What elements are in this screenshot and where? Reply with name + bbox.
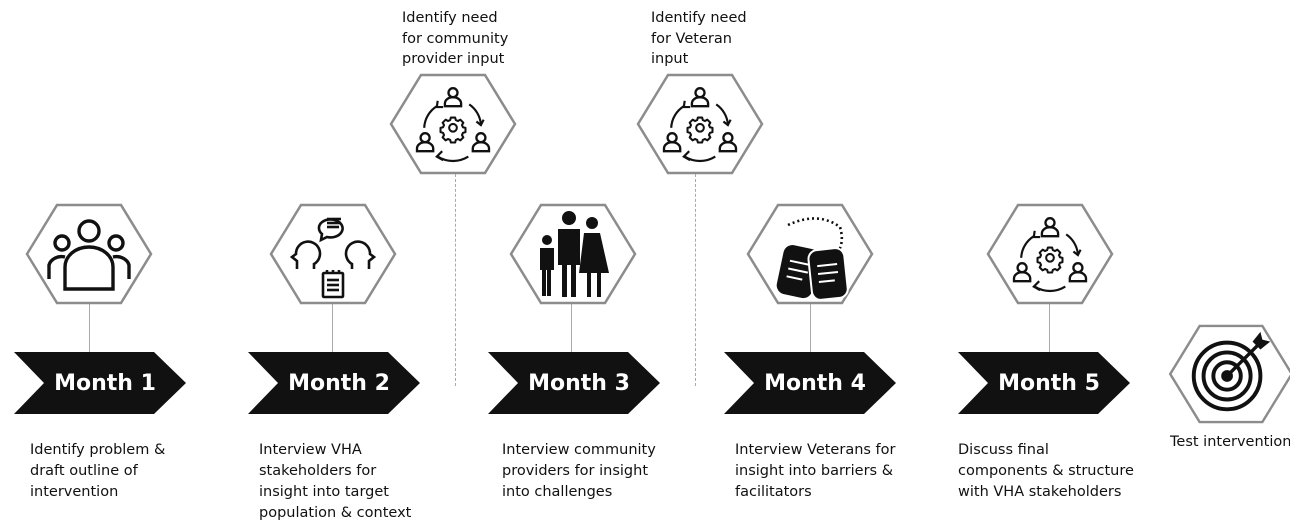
step-description-2: Interview VHA stakeholders for insight i… — [259, 442, 412, 521]
connector-line — [810, 304, 811, 354]
month-chevron-1: Month 1 — [14, 352, 186, 414]
milestone-note-community: Identify need for community provider inp… — [402, 10, 509, 67]
final-hex-target — [1168, 324, 1290, 424]
step-hex-month2 — [269, 203, 397, 305]
collaboration-cycle-icon — [986, 203, 1114, 305]
dashed-connector — [695, 174, 696, 386]
milestone-hex-community — [389, 73, 517, 175]
month-chevron-3: Month 3 — [488, 352, 660, 414]
final-step-label: Test intervention — [1170, 434, 1290, 450]
dog-tags-icon — [746, 203, 874, 305]
milestone-hex-veteran — [636, 73, 764, 175]
step-hex-month4 — [746, 203, 874, 305]
connector-line — [89, 304, 90, 354]
month-chevron-5: Month 5 — [958, 352, 1130, 414]
month-label: Month 5 — [998, 370, 1100, 396]
connector-line — [1049, 304, 1050, 354]
target-icon — [1168, 324, 1290, 424]
month-chevron-2: Month 2 — [248, 352, 420, 414]
step-hex-month1 — [25, 203, 153, 305]
step-description-1: Identify problem & draft outline of inte… — [30, 442, 166, 500]
step-description-4: Interview Veterans for insight into barr… — [735, 442, 896, 500]
family-icon — [509, 203, 637, 305]
month-label: Month 4 — [764, 370, 866, 396]
step-description-5: Discuss final components & structure wit… — [958, 442, 1134, 500]
step-description-3: Interview community providers for insigh… — [502, 442, 656, 500]
collaboration-cycle-icon — [636, 73, 764, 175]
group-of-people-icon — [25, 203, 153, 305]
milestone-note-veteran: Identify need for Veteran input — [651, 10, 747, 67]
step-hex-month3 — [509, 203, 637, 305]
month-chevron-4: Month 4 — [724, 352, 896, 414]
month-label: Month 1 — [54, 370, 156, 396]
dashed-connector — [455, 174, 456, 386]
connector-line — [571, 304, 572, 354]
month-label: Month 2 — [288, 370, 390, 396]
step-hex-month5 — [986, 203, 1114, 305]
collaboration-cycle-icon — [389, 73, 517, 175]
connector-line — [332, 304, 333, 354]
interview-conversation-icon — [269, 203, 397, 305]
month-label: Month 3 — [528, 370, 630, 396]
